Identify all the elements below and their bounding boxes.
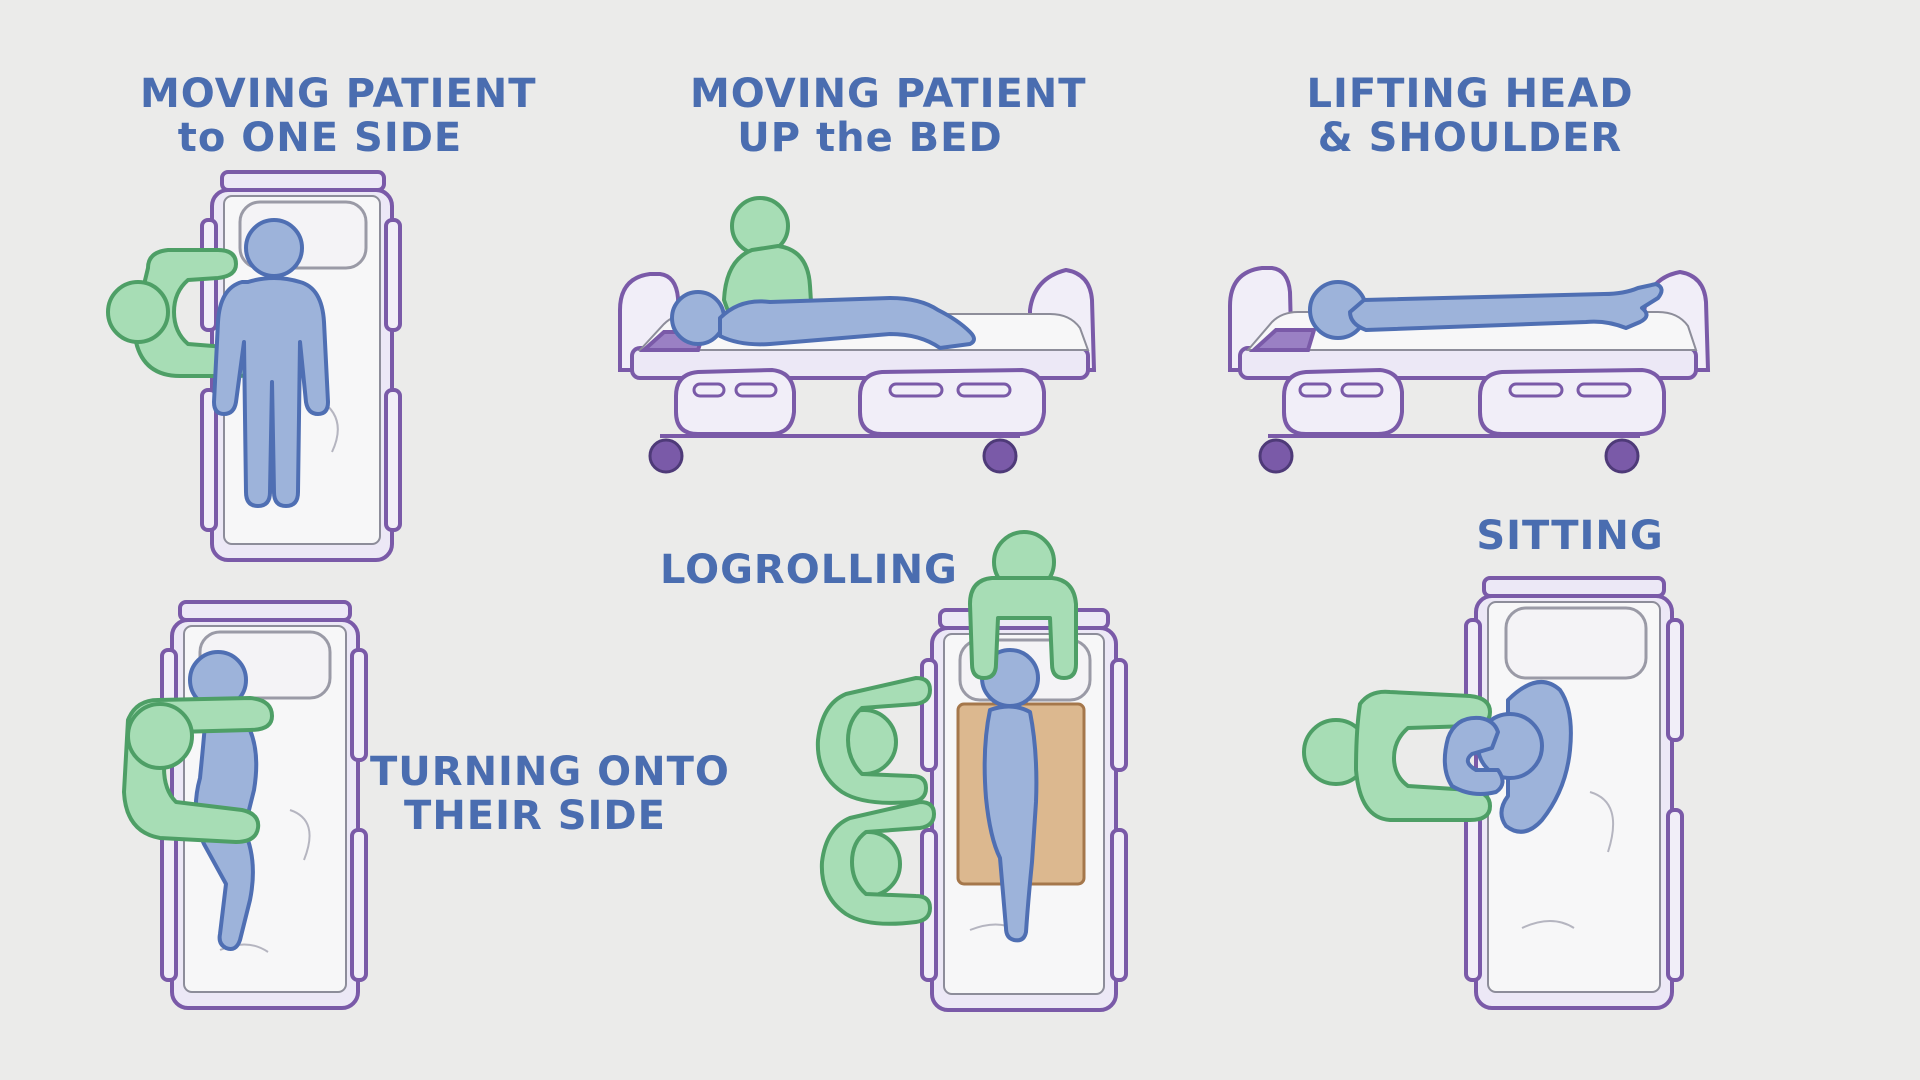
- label-logrolling: LOGROLLING: [660, 547, 958, 593]
- caregiver-logrolling-hips: [819, 800, 936, 926]
- patient-up-the-bed: [670, 290, 976, 350]
- label-turning-onto-their-side: TURNING ONTO THEIR SIDE: [370, 749, 730, 839]
- patient-lifting: [1308, 280, 1664, 340]
- patient-sitting: [1442, 680, 1573, 834]
- patient-one-side: [212, 218, 330, 508]
- label-lifting-head-and-shoulder: LIFTING HEAD & SHOULDER: [1306, 71, 1634, 161]
- label-moving-patient-to-one-side: MOVING PATIENT to ONE SIDE: [140, 71, 537, 161]
- caregiver-logrolling-shoulders: [815, 676, 932, 805]
- label-sitting: SITTING: [1476, 513, 1664, 559]
- caregiver-turning: [122, 696, 274, 844]
- label-moving-patient-up-the-bed: MOVING PATIENT UP the BED: [690, 71, 1087, 161]
- bed-top-view-sitting: [1464, 576, 1684, 1010]
- caregiver-one-side: [106, 248, 258, 378]
- caregiver-logrolling-head: [968, 530, 1078, 680]
